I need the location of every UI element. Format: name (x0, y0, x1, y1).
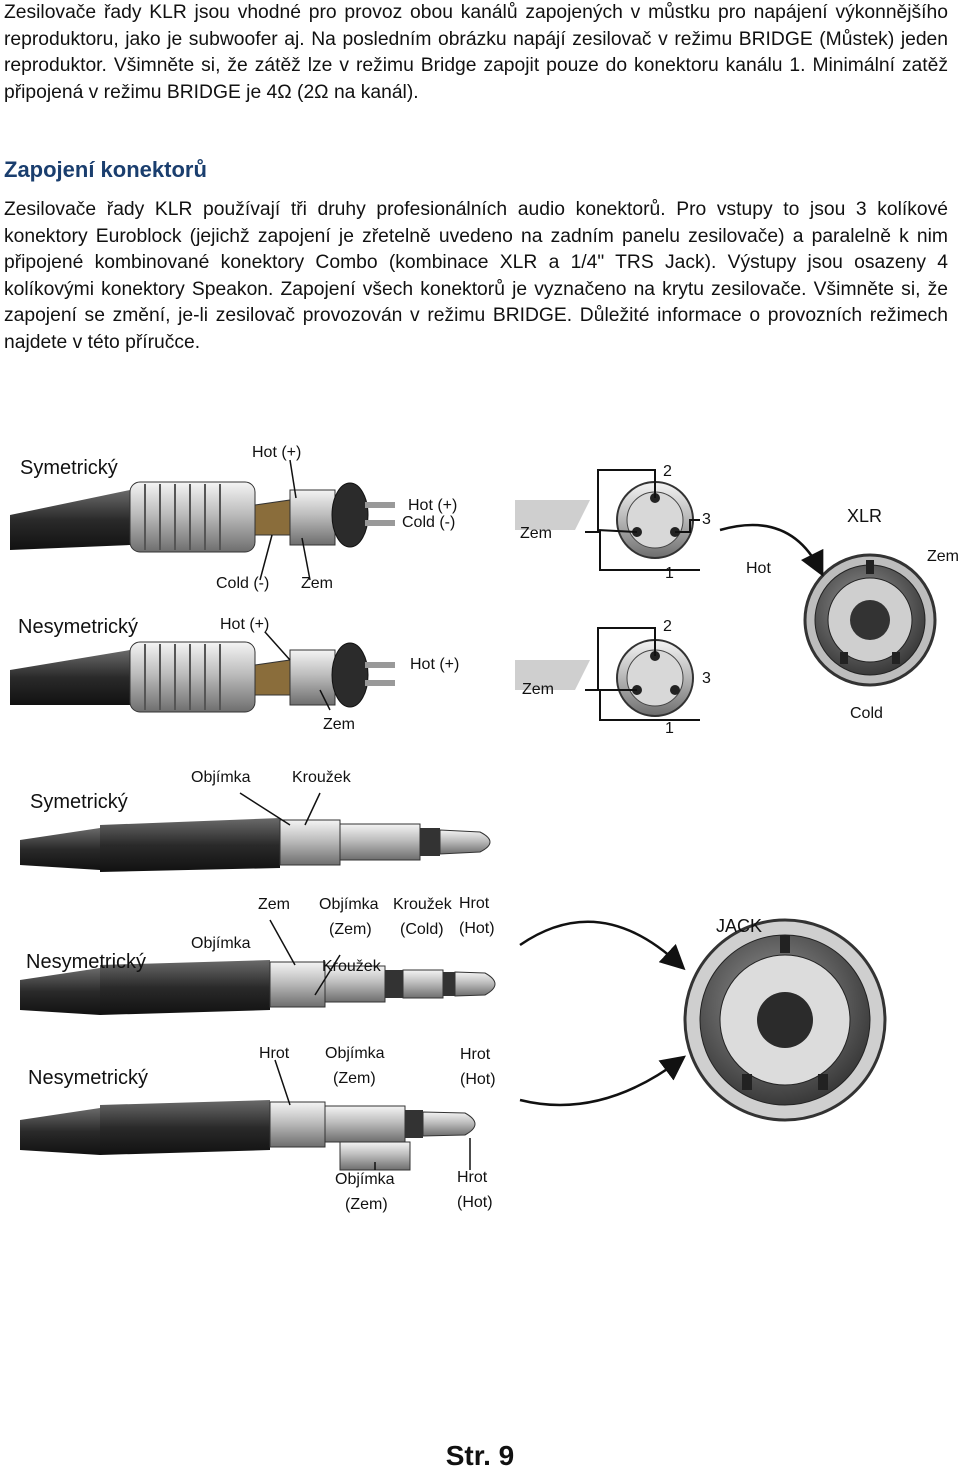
jack-unsym1-ring2-label: Kroužek (393, 896, 453, 913)
xlr-unsym-hot-label: Hot (+) (220, 616, 269, 633)
xlr-unsym-gnd-line (319, 689, 331, 711)
jack-symmetric-drawing (20, 818, 491, 872)
xlr-pin-face-2 (515, 627, 700, 721)
jack-unsym1-ring2-sub: (Cold) (400, 921, 444, 938)
xlr-symmetric-cable-drawing (10, 481, 395, 553)
jack-combo-socket-drawing (683, 918, 887, 1122)
xlr-sym-hot-line (289, 459, 297, 499)
xlr-pin2-label: 2 (663, 463, 672, 480)
combo-cold-label: Cold (850, 705, 883, 722)
jack-unsymmetric-2-drawing (20, 1100, 476, 1155)
intro-paragraph: Zesilovače řady KLR jsou vhodné pro prov… (4, 2, 948, 103)
jack-unsym2-sleeve-sub: (Zem) (333, 1070, 376, 1087)
jack-unsymmetric-1-drawing (20, 960, 496, 1015)
combo-jack-label: JACK (716, 916, 762, 936)
xlr-sym-cold2-label: Cold (-) (402, 514, 455, 531)
combo-connector-drawing (803, 553, 937, 687)
jack-unsym1-tip2-label: Hrot (459, 895, 490, 912)
xlr-unsym-gnd-label: Zem (323, 716, 355, 733)
jack-sym-title: Symetrický (30, 791, 128, 813)
jack-unsym1-sleeve2-label: Objímka (319, 896, 379, 913)
jack-unsym2-tip2-label: Hrot (460, 1046, 491, 1063)
jack-sym-ring-line (304, 792, 321, 826)
jack-unsym1-sleeve2-sub: (Zem) (329, 921, 372, 938)
xlr-pin3-label: 3 (702, 511, 711, 528)
xlr-sym-hot-label: Hot (+) (252, 444, 301, 461)
xlr-unsym-hot2-label: Hot (+) (410, 656, 459, 673)
jack-unsym1-sleeve-label: Objímka (191, 935, 251, 952)
jack-unsym1-gnd-label: Zem (258, 896, 290, 913)
xlr-sym-title: Symetrický (20, 457, 118, 479)
jack-unsym2-tip2-sub: (Hot) (460, 1071, 496, 1088)
xlr-to-combo-arrow (719, 523, 824, 577)
combo-hot-label: Hot (746, 560, 771, 577)
jack-sym-sleeve-label: Objímka (191, 769, 251, 786)
xlr-pin-face-1 (515, 469, 700, 571)
xlr-unsym-title: Nesymetrický (18, 616, 138, 638)
jack-mono-sleeve-label: Objímka (335, 1171, 395, 1188)
jack-unsym1-ring-line (314, 954, 341, 996)
jack-unsym2-tip-line (274, 1059, 291, 1106)
section-body: Zesilovače řady KLR používají tři druhy … (4, 199, 948, 353)
jack-unsym1-tip2-sub: (Hot) (459, 920, 495, 937)
xlr-pin1-label: 1 (665, 565, 674, 582)
jack-unsym2-tip-label: Hrot (259, 1045, 290, 1062)
xlr2-pin1-label: 1 (665, 720, 674, 737)
xlr-sym-gnd-label: Zem (301, 575, 333, 592)
jack-mono-sleeve-sub: (Zem) (345, 1196, 388, 1213)
xlr2-pin3-label: 3 (702, 670, 711, 687)
jack-mono-tip-label: Hrot (457, 1169, 488, 1186)
xlr-sym-gnd-line (301, 537, 311, 581)
section-title: Zapojení konektorů (4, 157, 207, 182)
combo-gnd-label: Zem (927, 548, 959, 565)
jack-mono-tip-sub: (Hot) (457, 1194, 493, 1211)
xlr2-pin2-label: 2 (663, 618, 672, 635)
xlr-unsymmetric-cable-drawing (10, 641, 395, 713)
jack-sym-sleeve-line (239, 792, 291, 826)
jack-unsym2-title: Nesymetrický (28, 1067, 148, 1089)
xlr-sym-cold-line (259, 534, 273, 581)
xlr-sym-cold-label: Cold (-) (216, 575, 269, 592)
combo-xlr-label: XLR (847, 506, 882, 526)
jack1-to-socket-arrow (519, 920, 686, 971)
jack2-to-socket-arrow (519, 1055, 687, 1107)
xlr2-gnd-label: Zem (522, 681, 554, 698)
jack-unsym1-gnd-line (269, 919, 296, 966)
connector-diagram: Symetrický Hot (+) Hot (+) Cold (-) Cold… (10, 444, 959, 1213)
jack-unsym1-title: Nesymetrický (26, 951, 146, 973)
jack-sym-ring-label: Kroužek (292, 769, 352, 786)
xlr-sym-hot2-label: Hot (+) (408, 497, 457, 514)
page-number: Str. 9 (445, 1440, 515, 1471)
jack-unsym1-ring-label: Kroužek (322, 958, 382, 975)
xlr-pin1-gnd-label: Zem (520, 525, 552, 542)
jack-unsym2-sleeve-label: Objímka (325, 1045, 385, 1062)
xlr-unsym-hot-line (264, 631, 291, 661)
